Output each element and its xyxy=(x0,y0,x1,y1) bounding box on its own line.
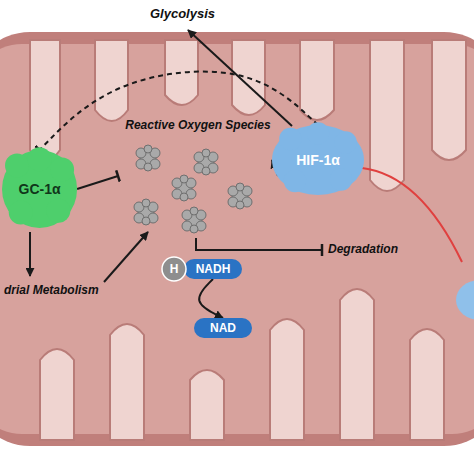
outer-membrane xyxy=(0,32,474,446)
process-label: Degradation xyxy=(328,242,398,256)
protein-blob: HIF-1α xyxy=(272,125,364,195)
ros-particle xyxy=(194,149,218,175)
blob-bump xyxy=(46,199,70,223)
node-text: GC-1α xyxy=(19,181,61,197)
pill-fill xyxy=(184,259,242,279)
pill-fill xyxy=(194,318,252,338)
metabolism-arrow xyxy=(29,232,31,276)
blob-bump xyxy=(334,131,356,153)
blob-bump xyxy=(279,128,301,150)
blob-bump xyxy=(5,154,29,178)
connector xyxy=(40,72,318,150)
metabolism-ros-arrow xyxy=(104,232,148,282)
ros-particle xyxy=(228,183,252,209)
blob-bump xyxy=(50,157,74,181)
ros-particle xyxy=(134,199,158,225)
blob-bump xyxy=(330,168,352,190)
process-label: drial Metabolism xyxy=(4,283,99,297)
blob-bump xyxy=(9,200,33,224)
circle-fill xyxy=(162,257,186,281)
process-label: Glycolysis xyxy=(150,6,215,21)
degradation-inhibit xyxy=(196,238,322,250)
connector xyxy=(199,279,223,318)
cristae xyxy=(30,40,466,440)
connector xyxy=(77,176,118,189)
ros-cluster: Reactive Oxygen Species xyxy=(118,116,278,236)
ros-cluster-outline xyxy=(118,116,278,236)
cofactor-pill: NADH xyxy=(184,259,242,279)
node-text: H xyxy=(170,262,179,276)
ros-particle xyxy=(172,175,196,201)
glycolysis-arrow xyxy=(188,30,292,126)
node-text: NAD xyxy=(210,321,236,335)
hydrogen-circle: H xyxy=(162,257,186,281)
node-text: NADH xyxy=(196,262,231,276)
blob-bump xyxy=(307,122,329,144)
node-text: HIF-1α xyxy=(296,152,340,168)
partner-blob xyxy=(456,280,474,320)
cofactor-pill: NAD xyxy=(194,318,252,338)
ros-particle xyxy=(136,145,160,171)
blob-bump xyxy=(284,170,306,192)
node-text: Reactive Oxygen Species xyxy=(125,118,270,132)
protein-blob: GC-1α xyxy=(2,150,77,228)
blob-bump xyxy=(28,147,52,171)
ros-particle xyxy=(182,207,206,233)
